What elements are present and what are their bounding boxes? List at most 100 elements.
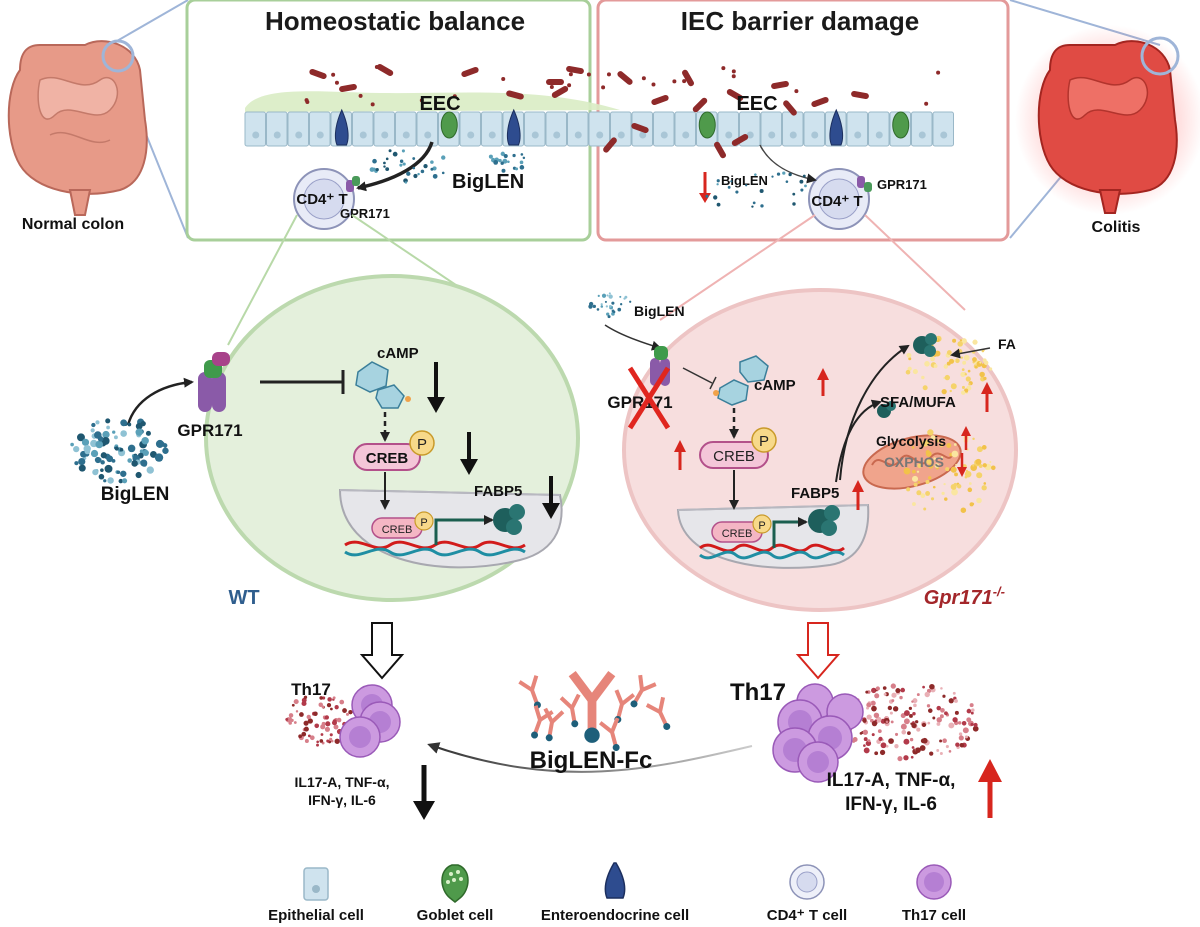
biglen-dot (961, 721, 967, 726)
epithelial-layer (244, 108, 954, 147)
biglen-dot (913, 482, 918, 487)
biglen-dot (597, 294, 600, 297)
biglen-dot (925, 491, 931, 496)
biglen-dot (716, 202, 721, 207)
biglen-dot (933, 364, 938, 368)
biglen-dot (874, 751, 879, 756)
epithelial-nucleus (381, 131, 389, 139)
epithelial-cell (481, 111, 503, 147)
fa-arrow (950, 347, 991, 359)
epithelial-nucleus (639, 131, 647, 139)
biglen-dot (430, 160, 434, 164)
biglen-dot (301, 700, 307, 707)
biglen-dot (955, 742, 960, 747)
biglen-dot (909, 737, 914, 742)
biglen-dot (611, 301, 615, 305)
cd4-t-cell-right (808, 168, 870, 230)
biglen-dot (127, 422, 132, 427)
biglen-dot (944, 497, 948, 501)
biglen-dot (946, 350, 952, 355)
biglen-dot (606, 294, 609, 297)
biglen-dot (388, 149, 392, 153)
biglen-dot (912, 368, 918, 375)
biglen-dot (402, 162, 406, 166)
biglen-dot (304, 739, 309, 744)
biglen-dot (81, 438, 90, 446)
biglen-dot (976, 497, 982, 504)
homeostatic-title: Homeostatic balance (265, 6, 525, 36)
biglen-dot (973, 722, 978, 728)
biglen-dot (932, 485, 936, 489)
cytokine-dots-left (285, 695, 353, 747)
biglen-dot (306, 714, 311, 720)
biglen-dot (915, 747, 921, 753)
biglen-dot (802, 174, 806, 178)
epithelial-nucleus (316, 131, 324, 139)
biglen-dot (873, 712, 880, 719)
biglen-dot (120, 419, 128, 427)
biglen-dot (877, 729, 882, 734)
biglen-dot (100, 468, 104, 472)
inhibition-line-ko (682, 367, 713, 384)
camp-molecule-icon (713, 355, 769, 406)
biglen-dot (952, 691, 956, 695)
biglen-dot (882, 686, 887, 690)
biglen-dot (957, 721, 962, 725)
biglen-dot (73, 445, 80, 453)
biglen-dot (515, 167, 519, 171)
normal-colon-icon (7, 39, 148, 216)
bacterium (461, 66, 479, 78)
enteroendocrine-cell (506, 108, 521, 146)
biglen-dot (309, 735, 315, 741)
biglen-dot (957, 341, 963, 347)
biglen-dot (927, 429, 934, 436)
biglen-dot (399, 163, 403, 167)
bacterium-dot (586, 72, 591, 77)
biglen-dot (321, 721, 326, 726)
biglen-dot (800, 188, 804, 192)
biglen-dot (103, 479, 107, 483)
biglen-dot (375, 168, 379, 172)
th17-cell-icon (916, 864, 952, 900)
bacterium (506, 90, 524, 100)
biglen-dot (588, 301, 594, 307)
bacterium (651, 94, 669, 106)
biglen-to-gpr171-arrow-ko (604, 324, 662, 351)
biglen-dot (608, 292, 611, 295)
biglen-dot (154, 453, 164, 462)
bacterium-dot (568, 72, 573, 77)
biglen-dot (339, 699, 345, 705)
mucus-layer (245, 91, 620, 112)
biglen-dot (929, 683, 935, 690)
biglen-dot (140, 420, 146, 427)
biglen-dot (760, 204, 764, 208)
biglen-dot (924, 361, 930, 367)
biglen-dot (106, 425, 110, 430)
biglen-dot (330, 707, 333, 711)
biglen-dot (954, 699, 958, 703)
biglen-dot (84, 448, 91, 455)
biglen-dot (369, 167, 375, 172)
biglen-dot (903, 467, 911, 475)
biglen-dot (120, 430, 127, 437)
biglen-dot (891, 692, 897, 698)
biglen-dot (968, 383, 971, 386)
biglen-dot (385, 157, 389, 161)
biglen-dot (303, 726, 309, 732)
ko-label: Gpr171-/- (924, 584, 1005, 609)
biglen-dot (972, 339, 978, 345)
biglen-dot (921, 722, 927, 728)
biglen-dot (392, 151, 398, 157)
gpr171-receptor-icon (198, 352, 230, 412)
biglen-dot (326, 739, 330, 743)
legend-label-cd4: CD4⁺ T cell (767, 907, 847, 924)
biglen-dot (326, 702, 332, 708)
biglen-dot (866, 714, 872, 720)
fabp5-protein-icon (913, 333, 937, 357)
biglen-dot (885, 744, 889, 748)
biglen-dot (962, 360, 967, 365)
biglen-dot (941, 491, 945, 496)
creb-box (699, 441, 769, 469)
biglen-dot (952, 338, 957, 343)
biglen-dot (906, 487, 911, 492)
